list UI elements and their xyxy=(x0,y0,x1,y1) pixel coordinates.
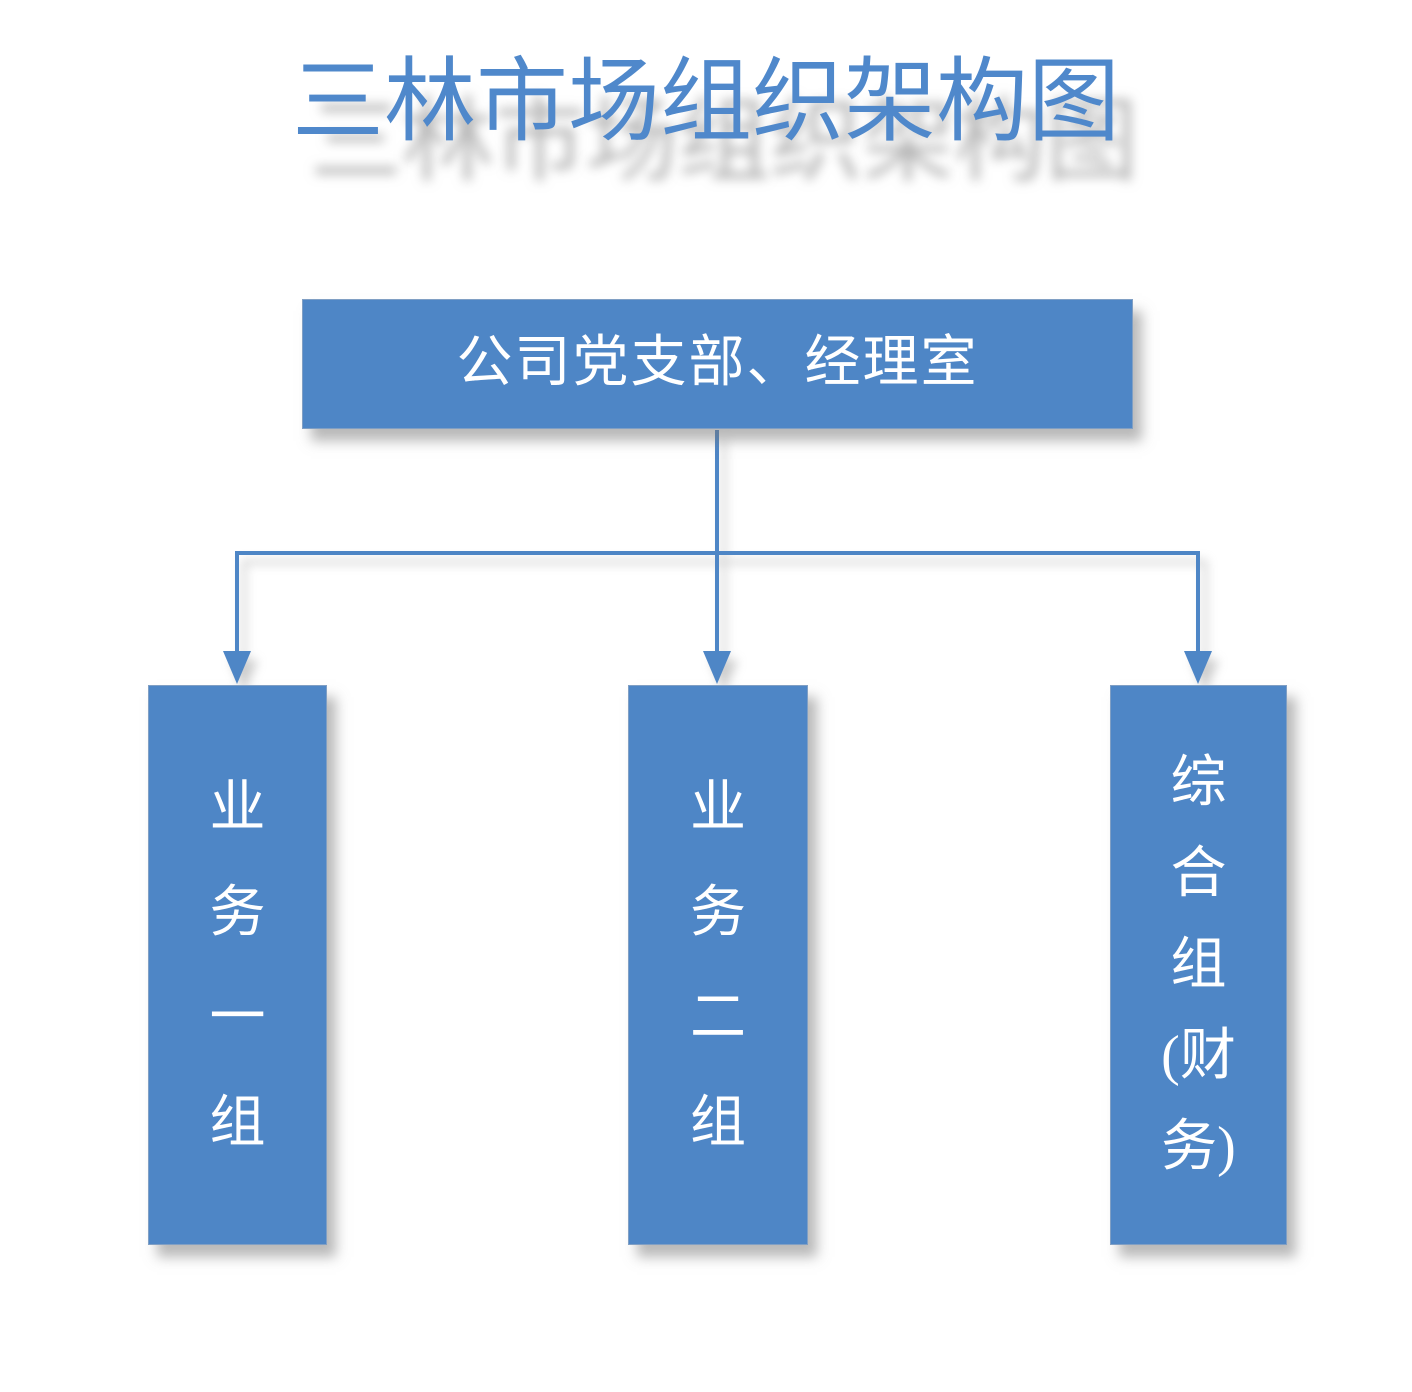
node-general-group-finance: 综 合 组 (财 务) xyxy=(1110,685,1287,1245)
page-title: 三林市场组织架构图 xyxy=(291,51,1120,153)
node-label-line: 组 xyxy=(690,1091,746,1154)
node-label-line: 业 xyxy=(690,776,746,839)
node-business-group-1: 业 务 一 组 xyxy=(148,685,327,1245)
node-label: 公司党支部、经理室 xyxy=(456,331,979,394)
arrowhead-center-icon xyxy=(703,651,731,684)
node-label-line: 一 xyxy=(209,986,266,1049)
node-label-line: 合 xyxy=(1170,843,1227,905)
node-label-line: (财 xyxy=(1161,1025,1236,1087)
arrowhead-left-icon xyxy=(223,651,251,684)
arrowhead-right-icon xyxy=(1184,651,1212,684)
node-label-line: 组 xyxy=(1170,934,1227,996)
node-label-line: 综 xyxy=(1170,752,1227,814)
node-label-line: 业 xyxy=(209,776,266,839)
node-label-line: 务) xyxy=(1161,1116,1236,1178)
node-business-group-2: 业 务 二 组 xyxy=(628,685,808,1245)
node-label-line: 二 xyxy=(690,986,746,1049)
node-party-branch-manager-office: 公司党支部、经理室 xyxy=(302,299,1133,429)
node-label-line: 组 xyxy=(209,1091,266,1154)
node-label-line: 务 xyxy=(690,881,746,944)
node-label-line: 务 xyxy=(209,881,266,944)
